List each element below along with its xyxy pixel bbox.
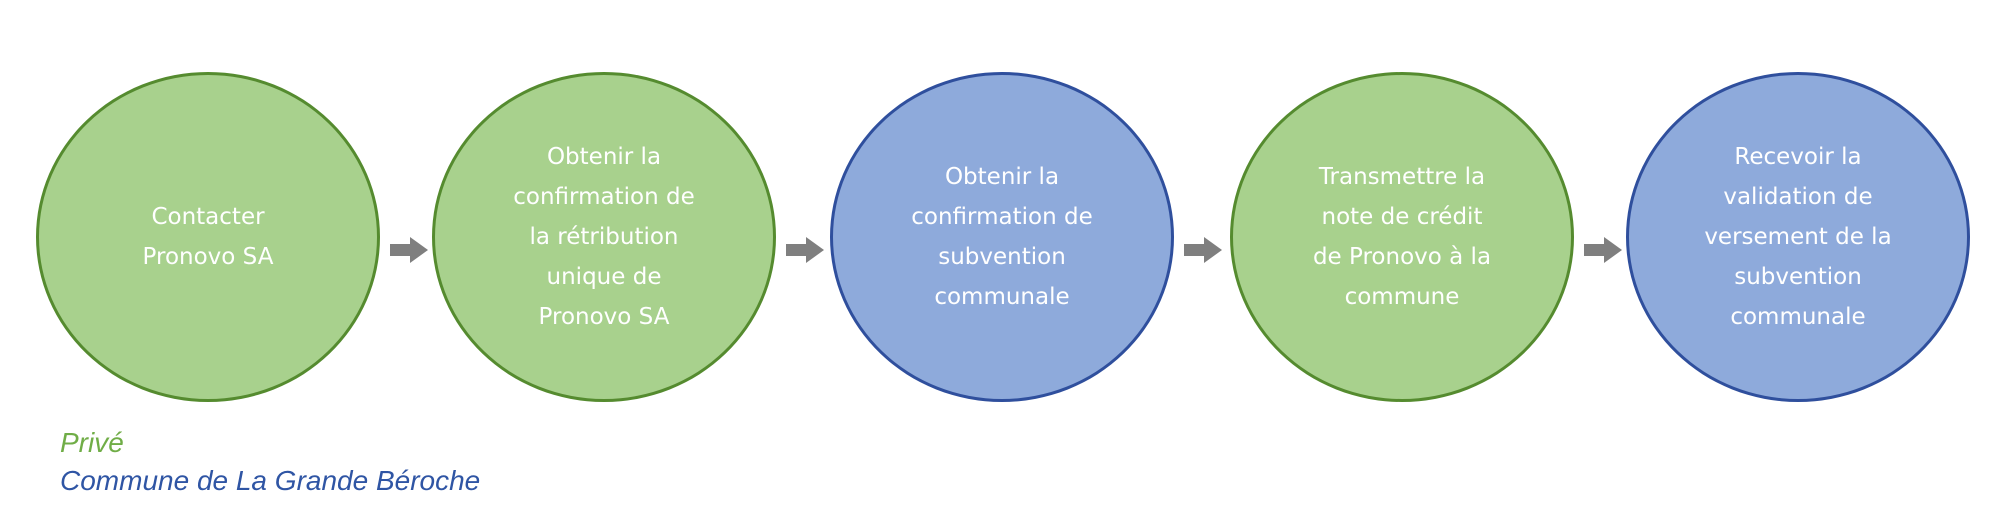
step-text-line: la rétribution bbox=[529, 224, 679, 250]
step-label: Transmettre la note de crédit de Pronovo… bbox=[1292, 157, 1512, 317]
process-flow: Contacter Pronovo SA Obtenir la confirma… bbox=[36, 72, 1970, 402]
step-text-line: Recevoir la bbox=[1734, 144, 1862, 170]
step-text-line: note de crédit bbox=[1321, 204, 1483, 230]
step-text-line: communale bbox=[1730, 304, 1866, 330]
step-text-line: Contacter bbox=[151, 204, 265, 230]
step-text-line: commune bbox=[1344, 284, 1460, 310]
step-text-line: Obtenir la bbox=[944, 164, 1060, 190]
step-text-line: versement de la bbox=[1704, 224, 1892, 250]
legend: Privé Commune de La Grande Béroche bbox=[60, 424, 480, 500]
arrow-right-icon bbox=[390, 237, 430, 263]
step-text-line: Obtenir la bbox=[546, 144, 662, 170]
legend-commune: Commune de La Grande Béroche bbox=[60, 465, 481, 496]
step-obtain-retribution-confirmation: Obtenir la confirmation de la rétributio… bbox=[432, 72, 776, 402]
step-text-line: Pronovo SA bbox=[538, 304, 670, 330]
step-text-line: communale bbox=[934, 284, 1070, 310]
step-text-line: confirmation de bbox=[513, 184, 695, 210]
step-text-line: validation de bbox=[1723, 184, 1873, 210]
arrow-right-icon bbox=[1584, 237, 1624, 263]
step-receive-payment-validation: Recevoir la validation de versement de l… bbox=[1626, 72, 1970, 402]
step-label: Obtenir la confirmation de la rétributio… bbox=[494, 137, 714, 337]
step-label: Obtenir la confirmation de subvention co… bbox=[892, 157, 1112, 317]
step-text-line: Pronovo SA bbox=[142, 244, 274, 270]
step-contact-pronovo: Contacter Pronovo SA bbox=[36, 72, 380, 402]
step-text-line: unique de bbox=[546, 264, 662, 290]
legend-prive: Privé bbox=[60, 427, 124, 458]
step-text-line: subvention bbox=[938, 244, 1066, 270]
step-text-line: de Pronovo à la bbox=[1312, 244, 1492, 270]
step-obtain-subsidy-confirmation: Obtenir la confirmation de subvention co… bbox=[830, 72, 1174, 402]
arrow-right-icon bbox=[786, 237, 826, 263]
step-label: Contacter Pronovo SA bbox=[98, 197, 318, 277]
step-text-line: Transmettre la bbox=[1318, 164, 1486, 190]
arrow-right-icon bbox=[1184, 237, 1224, 263]
step-text-line: subvention bbox=[1734, 264, 1862, 290]
step-label: Recevoir la validation de versement de l… bbox=[1688, 137, 1908, 337]
step-transmit-credit-note: Transmettre la note de crédit de Pronovo… bbox=[1230, 72, 1574, 402]
step-text-line: confirmation de bbox=[911, 204, 1093, 230]
